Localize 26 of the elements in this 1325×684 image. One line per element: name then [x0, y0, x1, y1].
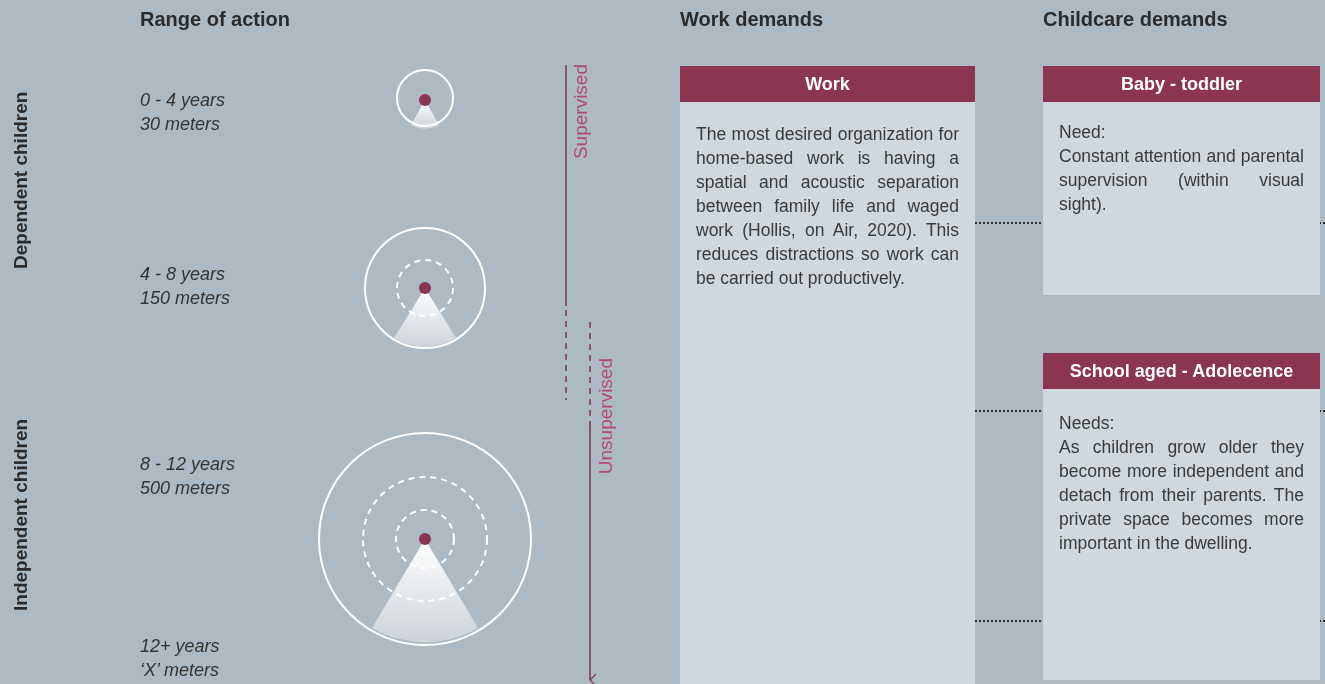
column-heading: Range of action: [140, 8, 290, 31]
card-title: Baby - toddler: [1043, 66, 1320, 102]
card-text: Constant attention and parental supervision (within visual sight).: [1059, 145, 1304, 216]
row-heading: Independent children: [10, 417, 32, 614]
age-label: 12+ years: [140, 636, 220, 657]
distance-label: 150 meters: [140, 288, 231, 309]
age-label: 4 - 8 years: [140, 264, 226, 285]
distance-label: 500 meters: [140, 478, 231, 499]
card-title: Work: [680, 66, 975, 102]
card-title: School aged - Adolecence: [1043, 353, 1320, 389]
requirement-card: [1043, 66, 1320, 295]
column-heading: Work demands: [680, 8, 823, 31]
work-card: [680, 66, 975, 684]
distance-label: 30 meters: [140, 114, 221, 135]
distance-label: ‘X’ meters: [140, 660, 220, 681]
age-label: 0 - 4 years: [140, 90, 226, 111]
column-heading: Childcare demands: [1043, 8, 1228, 31]
age-label: 8 - 12 years: [140, 454, 236, 475]
card-text: The most desired organization for home-based work is having a spatial and acoustic separation between family life and waged work (Hollis, on Air, 2020). This reduces distractions so work can be carried out productively.: [696, 123, 959, 290]
card-subheading: Need:: [1059, 121, 1107, 144]
requirement-card: [1043, 353, 1320, 680]
card-subheading: Needs:: [1059, 412, 1116, 435]
supervision-label: Unsupervised: [595, 358, 617, 475]
row-heading: Dependent children: [10, 90, 32, 271]
supervision-label: Supervised: [570, 64, 592, 160]
card-text: As children grow older they become more independent and detach from their parents. The private space becomes more important in the dwelling.: [1059, 436, 1304, 555]
